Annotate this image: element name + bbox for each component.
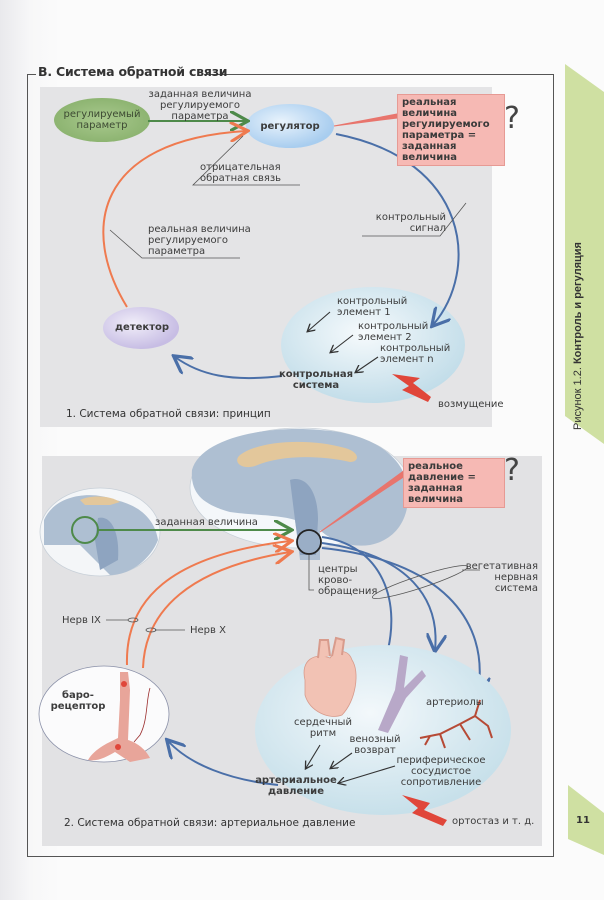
system-to-detector-arrow [175,357,283,380]
regulated-parameter-node [54,98,150,142]
control-element-2-label: контрольный элемент 2 [358,321,429,343]
orthostasis-bolt-icon [402,795,447,826]
autonomic-nerve-arrow [321,536,391,664]
arterial-pressure-label: артериальное давление [255,775,337,797]
panel2-caption: 2. Система обратной связи: артериальное … [64,817,356,829]
section-title: B. Система обратной связи [38,64,228,79]
autonomic-nerve-arrow [321,542,436,650]
detector-node [103,307,179,349]
question-box: реальная величина регулируемого параметр… [397,94,505,166]
regulated-parameter-label: регулируемый параметр [63,109,141,131]
leader-line [192,135,300,186]
circulation-centers-label: центры крово-обращения [318,564,378,597]
pressure-question-box: реальное давление = заданная величина [403,458,505,508]
heart-rate-label: сердечный ритм [294,717,352,739]
control-element-arrow [356,356,379,372]
venous-return-label: венозный возврат [349,734,401,756]
leader-line [308,555,314,591]
pink-box-pointer [333,113,398,127]
control-element-1-label: контрольный элемент 1 [337,296,408,318]
nerve-x-arrow [142,552,290,669]
ans-marker [372,565,468,599]
panel1-caption: 1. Система обратной связи: принцип [66,408,271,420]
receptor-dot [121,681,127,687]
carotid-artery-image [88,672,150,762]
section-frame [27,74,554,857]
autonomic-nervous-system-label: вегетативная нервная система [465,561,538,594]
actual-value-label: реальная величина регулируемого параметр… [148,224,251,257]
orthostasis-label: ортостаз и т. д. [452,816,535,827]
set-value-label: заданная величина [155,517,258,528]
control-system-label: контрольная система [278,369,354,391]
nerve-fiber-image [133,687,151,743]
baroreceptor-label: баро-рецептор [50,690,106,712]
negative-feedback-label: отрицательная обратная связь [200,162,282,184]
leader-line [362,202,467,237]
frame-top-border [27,74,36,75]
control-element-arrow [331,334,354,352]
heart-image [317,636,346,659]
nerve-x-label: Нерв X [190,625,226,636]
baroreceptor-inset [38,665,170,763]
effector-arrow [331,752,353,768]
question-mark-icon: ? [504,101,520,136]
receptor-dot [115,744,121,750]
effector-arrow [339,765,396,783]
control-element-arrow [308,311,331,331]
heart-image [303,651,357,717]
nerve-x-marker [145,627,157,633]
detector-label: детектор [114,322,170,333]
leader-line [109,229,240,259]
peripheral-resistance-label: периферическое сосудистое сопротивление [396,755,486,788]
control-signal-label: контрольный сигнал [375,212,446,234]
frame-top-border [204,74,553,75]
regulator-node [246,104,334,148]
nerve-ix-arrow [125,541,290,666]
control-system-node [281,287,465,403]
set-value-label: заданная величина регулируемого параметр… [148,89,252,122]
circulation-center-marker [296,529,322,555]
control-signal-arrow [335,133,460,325]
effector-arrow [306,744,321,768]
brain-small-image [80,496,120,505]
page-number: 11 [576,815,590,826]
arterioles-label: артериолы [426,697,484,708]
pressure-to-baroreceptor-arrow [168,741,279,786]
brain-large-image [237,441,357,468]
vein-image [378,655,426,733]
disturbance-bolt-icon [392,374,431,402]
nerve-ix-marker [127,617,139,623]
side-chapter-tab [565,64,604,444]
disturbance-label: возмущение [438,399,504,410]
negative-feedback-arrow [102,131,246,308]
autonomic-nerve-arrow [321,547,480,692]
regulator-label: регулятор [260,121,320,132]
question-mark-icon: ? [504,453,520,488]
nerve-ix-label: Нерв IX [62,615,101,626]
arterioles-image [419,699,493,749]
control-element-n-label: контрольный элемент n [380,343,451,365]
